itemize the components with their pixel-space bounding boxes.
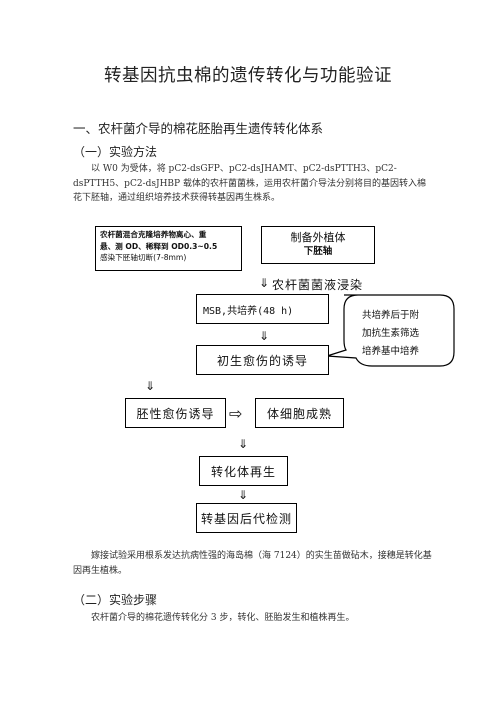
callout-line2: 加抗生素筛选	[362, 327, 420, 339]
flow-box2-line2: 下胚轴	[303, 246, 333, 257]
flow-box-primary-callus: 初生愈伤的诱导	[196, 345, 329, 375]
page-title: 转基因抗虫棉的遗传转化与功能验证	[104, 66, 392, 86]
subsection-heading-methods: （一）实验方法	[73, 145, 158, 159]
down-arrow-icon: ⇓	[238, 437, 249, 451]
down-arrow-icon: ⇓	[259, 329, 270, 343]
flow-box-agrobacterium-prep: 农杆菌混合克隆培养物离心、重 悬、测 OD、稀释到 OD0.3~0.5 感染下胚…	[95, 226, 242, 271]
callout-line1: 共培养后于附	[362, 309, 420, 321]
paragraph-methods: 以 W0 为受体，将 pC2-dsGFP、pC2-dsJHAMT、pC2-dsP…	[73, 164, 426, 203]
flow-box-somatic-maturation: 体细胞成熟	[255, 398, 344, 428]
flow-box-transformant-regeneration: 转化体再生	[199, 456, 288, 486]
paragraph-steps: 农杆菌介导的棉花遗传转化分 3 步，转化、胚胎发生和植株再生。	[91, 613, 355, 623]
flow-box2-line1: 制备外植体	[290, 231, 346, 244]
flow-box1-line1: 农杆菌混合克隆培养物离心、重	[100, 230, 207, 239]
down-arrow-icon: ⇓	[145, 379, 156, 393]
down-arrow-icon: ⇓	[238, 488, 249, 502]
callout-shape	[326, 294, 455, 367]
callout-bubble: 共培养后于附 加抗生素筛选 培养基中培养	[326, 294, 455, 367]
arrow-label-infection: 农杆菌菌液浸染	[272, 278, 364, 292]
right-arrow-icon: ⇨	[229, 404, 243, 423]
callout-line3: 培养基中培养	[362, 345, 420, 357]
flow-box-progeny-detection: 转基因后代检测	[196, 503, 297, 533]
paragraph-grafting: 嫁接试验采用根系发达抗病性强的海岛棉（海 7124）的实生苗做砧木，接穗是转化基…	[73, 551, 432, 576]
section-heading: 一、农杆菌介导的棉花胚胎再生遗传转化体系	[73, 121, 324, 136]
flow-box1-line3: 感染下胚轴切断(7-8mm)	[100, 253, 187, 262]
flow-box-explant-prep: 制备外植体 下胚轴	[261, 226, 375, 264]
flow-box1-line2: 悬、测 OD、稀释到 OD0.3~0.5	[100, 241, 218, 251]
down-arrow-icon: ⇓	[259, 276, 270, 290]
flow-box-cocultivation: MSB,共培养(48 h)	[196, 294, 329, 324]
subsection-heading-steps: （二）实验步骤	[73, 593, 158, 607]
flow-box-embryogenic-callus: 胚性愈伤诱导	[125, 398, 226, 428]
